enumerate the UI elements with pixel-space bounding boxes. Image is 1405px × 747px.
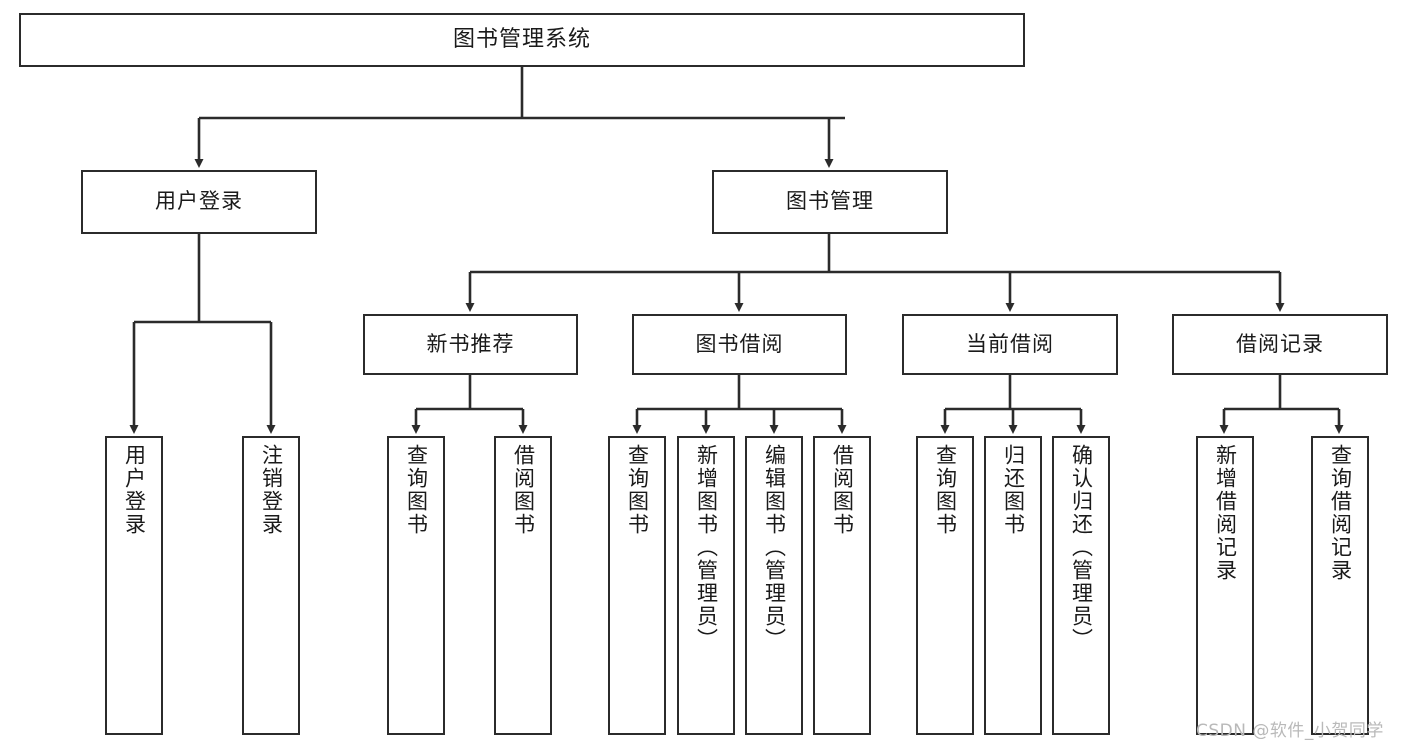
node-borrow-record[interactable]: 借阅记录: [1172, 314, 1388, 375]
node-label: 新增借阅记录: [1213, 444, 1238, 582]
node-label: 图书管理: [786, 189, 874, 214]
leaf-current-return-book[interactable]: 归还图书: [984, 436, 1042, 735]
node-label: 借阅图书: [511, 444, 536, 536]
leaf-current-confirm-return-admin[interactable]: 确认归还（管理员）: [1052, 436, 1110, 735]
node-root-system[interactable]: 图书管理系统: [19, 13, 1025, 67]
node-label: 查询借阅记录: [1328, 444, 1353, 582]
node-current-borrow[interactable]: 当前借阅: [902, 314, 1118, 375]
node-label: 确认归还（管理员）: [1069, 444, 1094, 651]
node-label: 图书借阅: [695, 331, 784, 356]
leaf-borrow-borrow-book[interactable]: 借阅图书: [813, 436, 871, 735]
node-label: 归还图书: [1001, 444, 1026, 536]
watermark-credit: CSDN @软件_小贺同学: [1196, 721, 1384, 741]
leaf-borrow-query-book[interactable]: 查询图书: [608, 436, 666, 735]
node-label: 查询图书: [404, 444, 429, 536]
leaf-borrow-edit-book-admin[interactable]: 编辑图书（管理员）: [745, 436, 803, 735]
node-label: 查询图书: [625, 444, 650, 536]
node-label: 查询图书: [933, 444, 958, 536]
leaf-user-login-logout[interactable]: 注销登录: [242, 436, 300, 735]
leaf-record-add-record[interactable]: 新增借阅记录: [1196, 436, 1254, 735]
node-label: 当前借阅: [966, 331, 1054, 356]
leaf-record-query-record[interactable]: 查询借阅记录: [1311, 436, 1369, 735]
node-label: 编辑图书（管理员）: [762, 444, 787, 651]
node-label: 借阅图书: [830, 444, 855, 536]
leaf-new-book-borrow[interactable]: 借阅图书: [494, 436, 552, 735]
node-user-login[interactable]: 用户登录: [81, 170, 317, 234]
node-label: 用户登录: [155, 189, 243, 214]
node-label: 用户登录: [122, 444, 147, 536]
node-new-book-recommend[interactable]: 新书推荐: [363, 314, 578, 375]
node-label: 新增图书（管理员）: [694, 444, 719, 651]
node-label: 新书推荐: [426, 331, 515, 356]
leaf-new-book-query[interactable]: 查询图书: [387, 436, 445, 735]
leaf-user-login-login[interactable]: 用户登录: [105, 436, 163, 735]
node-label: 图书管理系统: [452, 26, 591, 52]
node-book-borrow[interactable]: 图书借阅: [632, 314, 847, 375]
node-book-management[interactable]: 图书管理: [712, 170, 948, 234]
node-label: 注销登录: [259, 444, 284, 536]
leaf-borrow-add-book-admin[interactable]: 新增图书（管理员）: [677, 436, 735, 735]
leaf-current-query-book[interactable]: 查询图书: [916, 436, 974, 735]
node-label: 借阅记录: [1236, 331, 1324, 356]
